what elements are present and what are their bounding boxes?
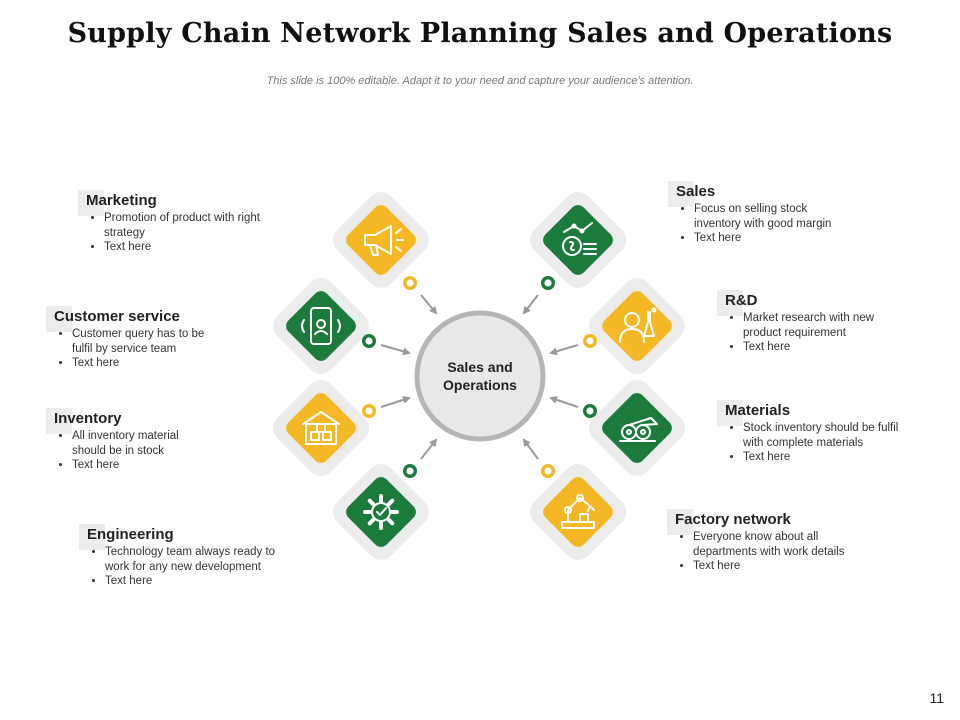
node-tile bbox=[273, 278, 369, 374]
researcher-icon bbox=[619, 307, 657, 343]
node-title: Engineering bbox=[79, 524, 174, 550]
node-rd: R&D Market research with new product req… bbox=[717, 290, 960, 355]
hub-label-line1: Sales and bbox=[447, 359, 513, 375]
connector-arrow bbox=[420, 294, 438, 315]
page-subtitle: This slide is 100% editable. Adapt it to… bbox=[266, 75, 694, 87]
tile-diamond bbox=[346, 205, 416, 275]
node-bullet: Customer query has to be fulfil by servi… bbox=[72, 327, 222, 356]
node-bullet: Everyone know about all departments with… bbox=[693, 530, 873, 559]
node-factory-network: Factory network Everyone know about all … bbox=[667, 509, 917, 574]
node-tile bbox=[589, 380, 685, 476]
node-bullets: Market research with new product require… bbox=[717, 311, 960, 355]
node-tile bbox=[530, 192, 626, 288]
page-number: 11 bbox=[929, 690, 944, 706]
node-engineering: Engineering Technology team always ready… bbox=[79, 524, 329, 589]
node-tile bbox=[333, 464, 429, 560]
node-bullet: Stock inventory should be fulfil with co… bbox=[743, 421, 913, 450]
node-title: Materials bbox=[717, 400, 790, 426]
node-sales: Sales Focus on selling stock inventory w… bbox=[668, 181, 918, 246]
node-title: R&D bbox=[717, 290, 758, 316]
connector-pin bbox=[362, 334, 376, 348]
node-tile bbox=[589, 278, 685, 374]
tile-diamond bbox=[346, 477, 416, 547]
mobile-support-icon bbox=[301, 307, 341, 345]
node-bullets: All inventory material should be in stoc… bbox=[46, 429, 296, 473]
connector-layer bbox=[380, 294, 579, 460]
node-tile bbox=[530, 464, 626, 560]
node-bullet: All inventory material should be in stoc… bbox=[72, 429, 197, 458]
gear-icon bbox=[363, 494, 399, 530]
money-growth-icon bbox=[562, 222, 597, 256]
node-title: Customer service bbox=[46, 306, 180, 332]
node-title: Marketing bbox=[78, 190, 157, 216]
node-bullets: Stock inventory should be fulfil with co… bbox=[717, 421, 960, 465]
node-bullets: Everyone know about all departments with… bbox=[667, 530, 917, 574]
hub-label-line2: Operations bbox=[443, 377, 517, 393]
node-bullet: Text here bbox=[72, 458, 296, 473]
connector-arrow bbox=[549, 396, 579, 408]
tile-layer bbox=[273, 192, 685, 560]
node-marketing: Marketing Promotion of product with righ… bbox=[78, 190, 328, 255]
node-bullet: Text here bbox=[105, 574, 329, 589]
connector-pin bbox=[583, 334, 597, 348]
connector-pin bbox=[403, 464, 417, 478]
node-tile bbox=[273, 380, 369, 476]
node-bullet: Text here bbox=[104, 240, 328, 255]
node-bullets: Promotion of product with right strategy… bbox=[78, 211, 328, 255]
node-bullets: Focus on selling stock inventory with go… bbox=[668, 202, 918, 246]
tile-diamond bbox=[543, 477, 613, 547]
rolls-icon bbox=[619, 417, 658, 442]
node-bullet: Text here bbox=[743, 450, 960, 465]
node-bullet: Text here bbox=[743, 340, 960, 355]
node-title: Factory network bbox=[667, 509, 791, 535]
connector-arrow bbox=[522, 294, 539, 315]
connector-pin bbox=[541, 464, 555, 478]
connector-arrow bbox=[549, 344, 579, 356]
node-title: Sales bbox=[668, 181, 715, 207]
node-title: Inventory bbox=[46, 408, 122, 434]
connector-arrow bbox=[380, 396, 411, 408]
node-bullet: Text here bbox=[72, 356, 296, 371]
node-bullet: Promotion of product with right strategy bbox=[104, 211, 264, 240]
connector-pin bbox=[541, 276, 555, 290]
connector-arrow bbox=[420, 438, 438, 460]
tile-diamond bbox=[286, 393, 356, 463]
hub-label: Sales and Operations bbox=[420, 358, 540, 394]
robot-arm-icon bbox=[561, 494, 595, 529]
node-inventory: Inventory All inventory material should … bbox=[46, 408, 296, 473]
node-customer-service: Customer service Customer query has to b… bbox=[46, 306, 296, 371]
node-materials: Materials Stock inventory should be fulf… bbox=[717, 400, 960, 465]
connector-arrow bbox=[380, 344, 411, 356]
node-bullet: Market research with new product require… bbox=[743, 311, 893, 340]
node-bullet: Technology team always ready to work for… bbox=[105, 545, 295, 574]
hub-circle bbox=[414, 310, 546, 442]
connector-pin bbox=[362, 404, 376, 418]
tile-diamond bbox=[286, 291, 356, 361]
megaphone-icon bbox=[364, 225, 404, 256]
connector-arrow bbox=[522, 438, 539, 460]
page-title: Supply Chain Network Planning Sales and … bbox=[67, 18, 893, 49]
node-bullet: Text here bbox=[694, 231, 918, 246]
connector-pin bbox=[403, 276, 417, 290]
node-tile bbox=[333, 192, 429, 288]
connector-pin bbox=[583, 404, 597, 418]
node-bullet: Text here bbox=[693, 559, 917, 574]
warehouse-icon bbox=[302, 411, 340, 445]
node-bullets: Customer query has to be fulfil by servi… bbox=[46, 327, 296, 371]
node-bullets: Technology team always ready to work for… bbox=[79, 545, 329, 589]
node-bullet: Focus on selling stock inventory with go… bbox=[694, 202, 854, 231]
